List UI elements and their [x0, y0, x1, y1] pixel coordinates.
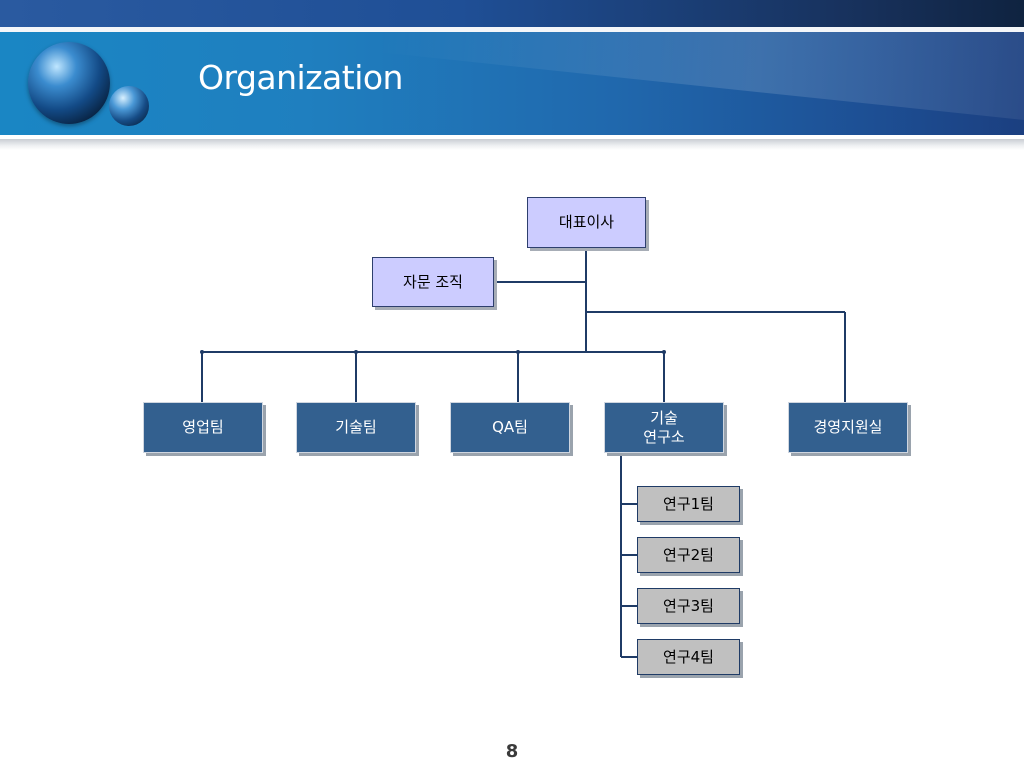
org-node-research-team-1: 연구1팀 — [637, 486, 740, 522]
banner-shadow — [0, 139, 1024, 150]
org-node-research-team-2: 연구2팀 — [637, 537, 740, 573]
org-node-qa-team: QA팀 — [450, 402, 570, 453]
org-node-management-support: 경영지원실 — [788, 402, 908, 453]
page-number: 8 — [505, 741, 519, 762]
title-banner — [0, 32, 1024, 135]
slide-title: Organization — [198, 58, 403, 97]
org-node-advisory: 자문 조직 — [372, 257, 494, 307]
top-divider — [0, 27, 1024, 32]
org-node-research-institute: 기술 연구소 — [604, 402, 724, 453]
org-node-sales-team: 영업팀 — [143, 402, 263, 453]
banner-underline — [0, 135, 1024, 139]
globe-sphere-large-icon — [28, 42, 110, 124]
globe-sphere-small-icon — [109, 86, 149, 126]
org-node-research-team-3: 연구3팀 — [637, 588, 740, 624]
top-bar — [0, 0, 1024, 27]
org-node-research-team-4: 연구4팀 — [637, 639, 740, 675]
org-node-tech-team: 기술팀 — [296, 402, 416, 453]
org-node-ceo: 대표이사 — [527, 197, 646, 248]
